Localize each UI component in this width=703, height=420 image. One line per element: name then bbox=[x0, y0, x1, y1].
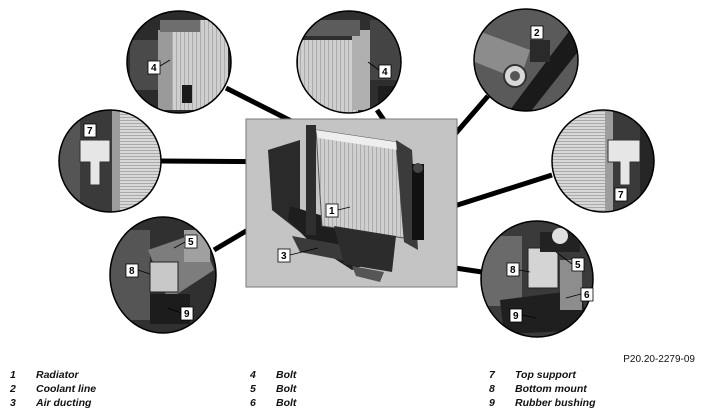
callout-6: 6 bbox=[584, 290, 590, 301]
radiator-assembly-diagram: 1 2 3 4 4 5 5 6 7 7 8 8 9 bbox=[58, 8, 655, 338]
legend-label: Bolt bbox=[276, 397, 297, 409]
legend-number: 5 bbox=[250, 383, 256, 395]
callout-1: 1 bbox=[329, 206, 335, 217]
legend-label: Bottom mount bbox=[515, 383, 587, 395]
legend-number: 2 bbox=[10, 383, 16, 395]
callouts: 1 2 3 4 4 5 5 6 7 7 8 8 9 bbox=[83, 25, 628, 323]
legend-number: 1 bbox=[10, 369, 16, 381]
legend-number: 7 bbox=[489, 369, 495, 381]
legend-number: 3 bbox=[10, 397, 16, 409]
legend-number: 6 bbox=[250, 397, 256, 409]
detail-top-support-7-right bbox=[551, 109, 655, 213]
figure-reference: P20.20-2279-09 bbox=[623, 354, 695, 365]
callout-8-right: 8 bbox=[510, 265, 516, 276]
callout-9-left: 9 bbox=[184, 309, 190, 320]
legend-label: Bolt bbox=[276, 369, 297, 381]
legend-number: 9 bbox=[489, 397, 495, 409]
callout-2: 2 bbox=[534, 28, 540, 39]
detail-bottom-mount-right bbox=[480, 220, 594, 338]
callout-8-left: 8 bbox=[129, 266, 135, 277]
detail-bolt-4-left bbox=[126, 10, 232, 114]
legend-label: Rubber bushing bbox=[515, 397, 596, 409]
legend: 1 Radiator 2 Coolant line 3 Air ducting … bbox=[0, 369, 703, 420]
callout-3: 3 bbox=[281, 251, 287, 262]
legend-number: 4 bbox=[250, 369, 256, 381]
legend-number: 8 bbox=[489, 383, 495, 395]
callout-4-right: 4 bbox=[382, 67, 388, 78]
legend-label: Bolt bbox=[276, 383, 297, 395]
callout-9-right: 9 bbox=[513, 311, 519, 322]
main-photo bbox=[245, 118, 458, 288]
callout-7-right: 7 bbox=[618, 190, 624, 201]
legend-label: Radiator bbox=[36, 369, 79, 381]
callout-5-right: 5 bbox=[575, 260, 581, 271]
detail-top-support-7-left bbox=[58, 109, 162, 213]
callout-7-left: 7 bbox=[87, 126, 93, 137]
detail-bottom-mount-left bbox=[109, 216, 217, 334]
legend-label: Air ducting bbox=[36, 397, 92, 409]
legend-label: Top support bbox=[515, 369, 576, 381]
detail-coolant-line-2 bbox=[473, 8, 579, 112]
detail-bolt-4-right bbox=[296, 10, 402, 114]
callout-5-left: 5 bbox=[188, 237, 194, 248]
legend-label: Coolant line bbox=[36, 383, 97, 395]
callout-4-left: 4 bbox=[151, 63, 157, 74]
